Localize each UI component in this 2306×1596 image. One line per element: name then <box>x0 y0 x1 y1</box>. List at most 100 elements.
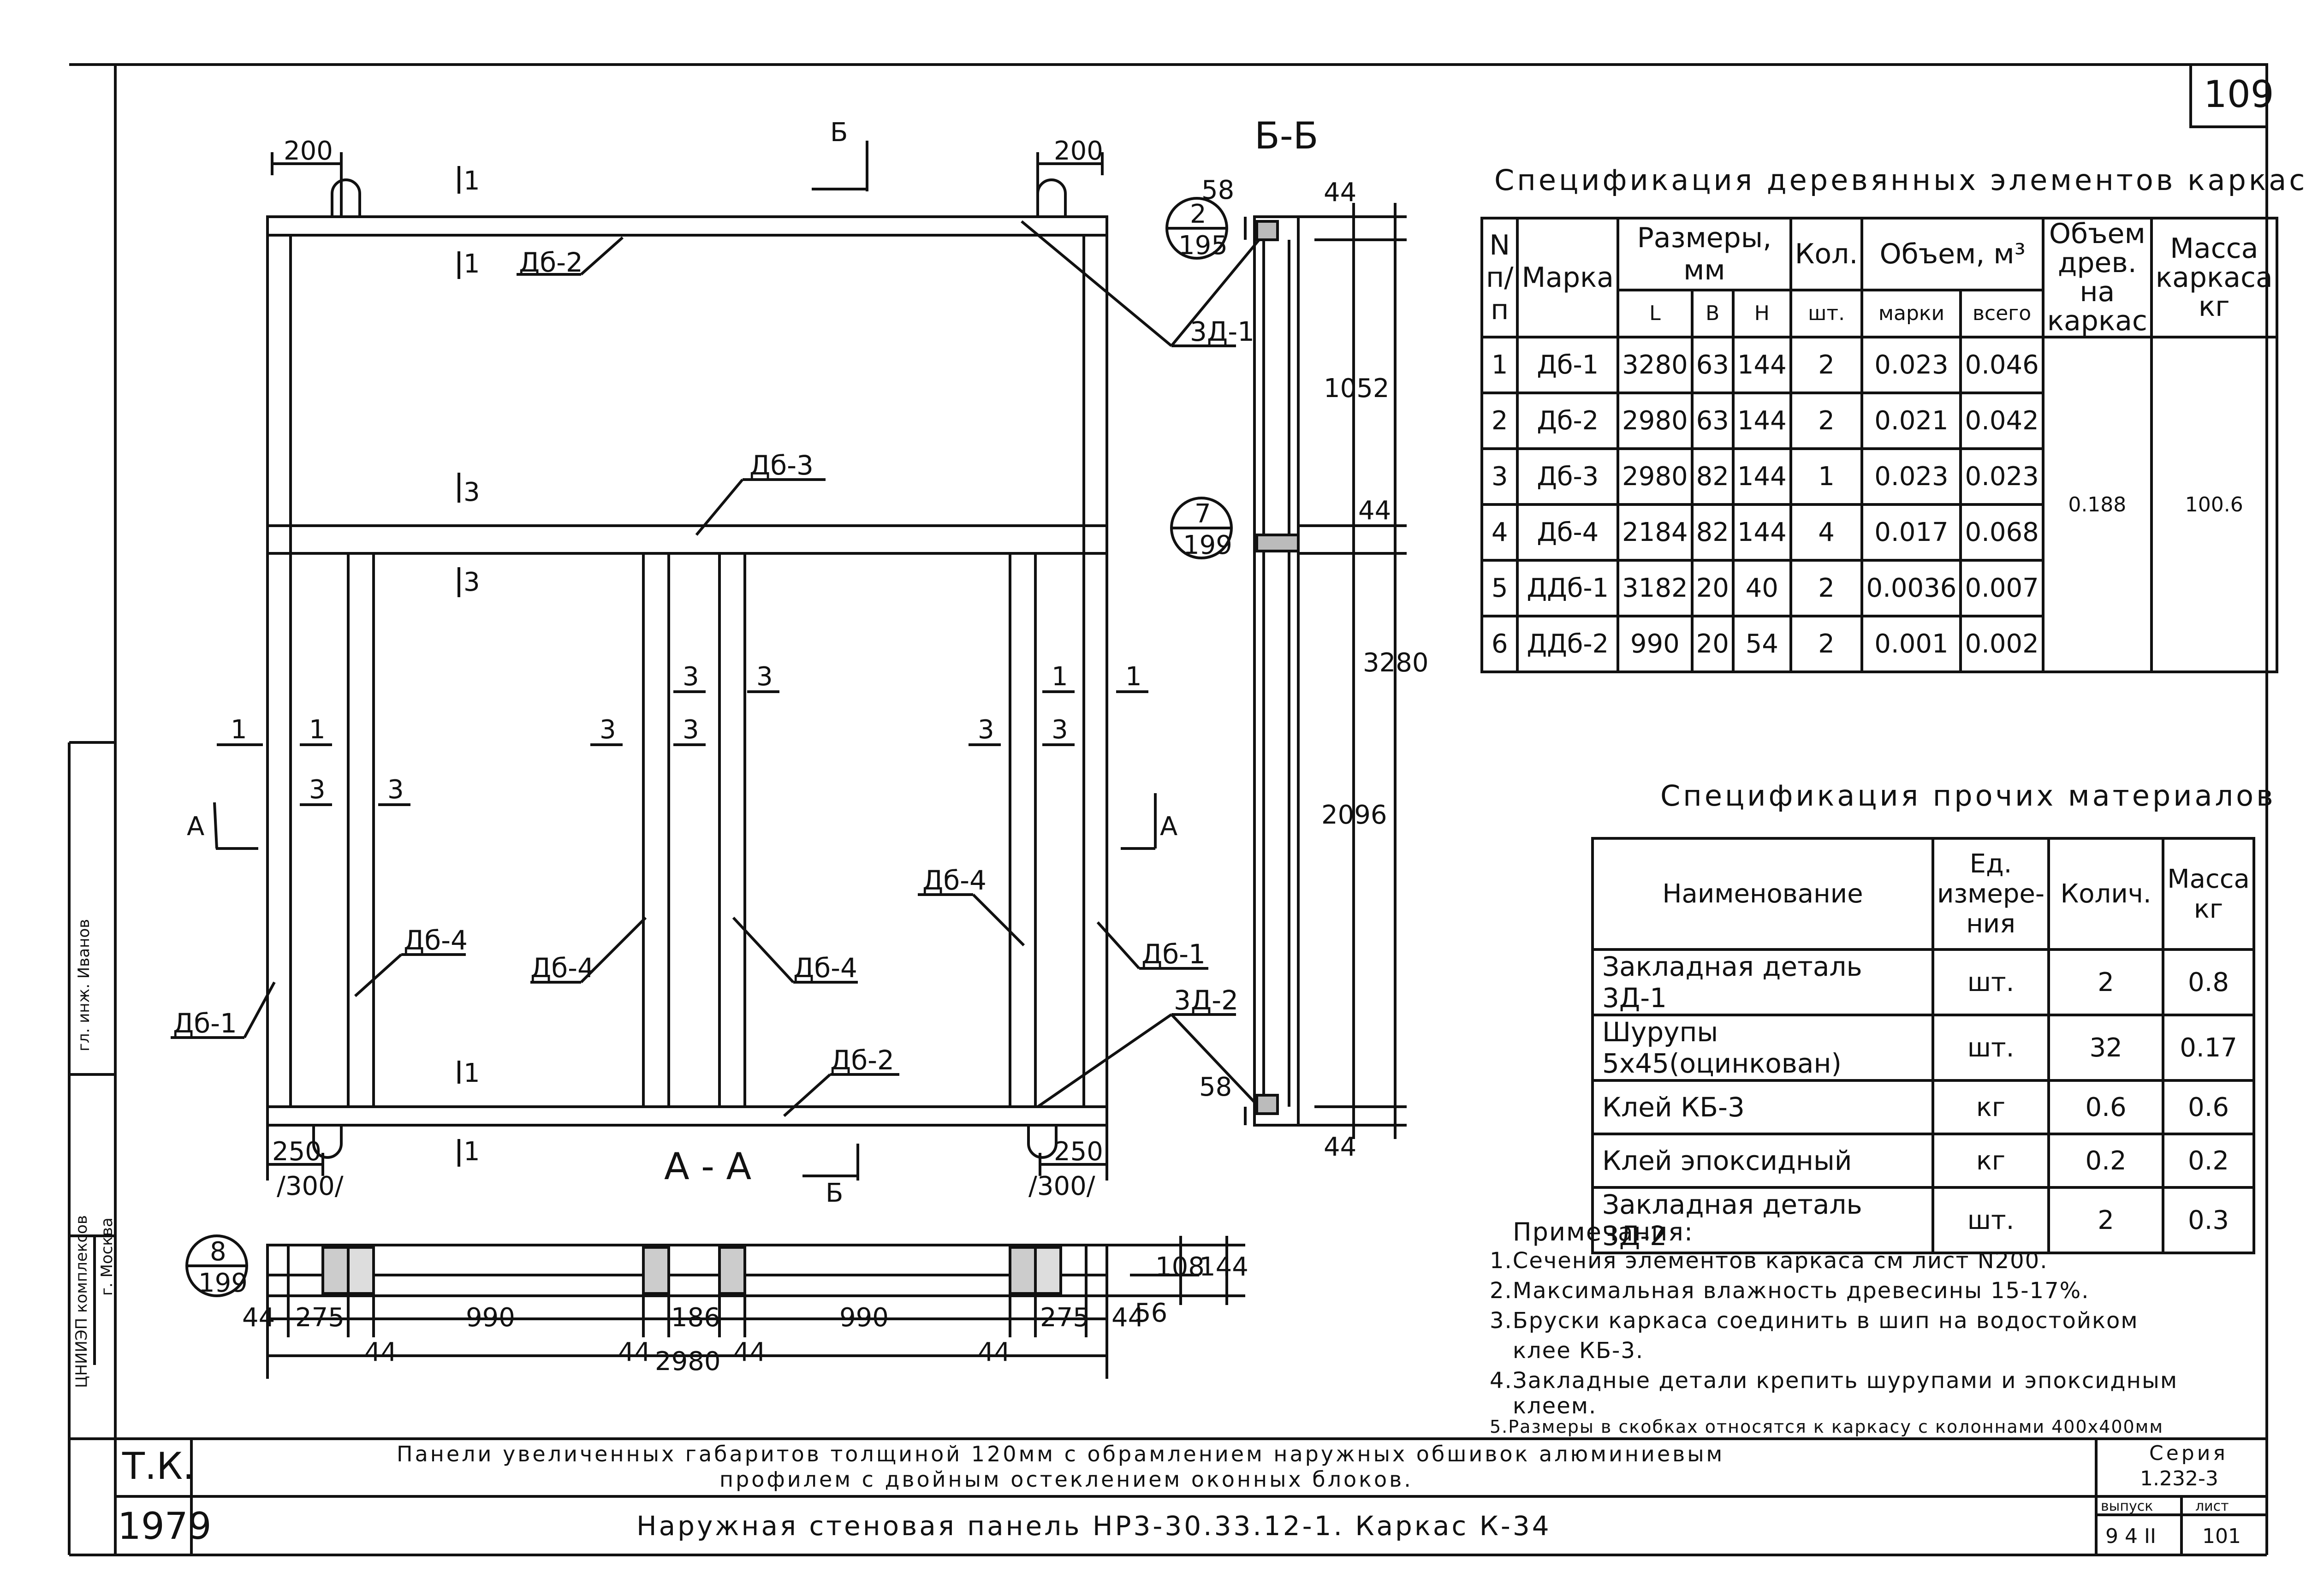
cell: ДДб-2 <box>1516 615 1620 673</box>
callout-3-bottom: 199 <box>198 1268 248 1298</box>
cell: Закладная деталь 3Д-1 <box>1591 948 1934 1016</box>
cut-1-bottom-below: 1 <box>464 1137 480 1167</box>
cut-3-lower: 3 <box>464 567 480 597</box>
cell: 2 <box>1789 336 1864 394</box>
cell: Клей эпоксидный <box>1591 1133 1934 1189</box>
section-mark-b-bottom: Б <box>826 1178 844 1208</box>
stamp-engineer: гл. инж. Иванов <box>75 919 93 1051</box>
plan-dim-44-b: 44 <box>1111 1303 1145 1333</box>
plan-dim2-44-a: 44 <box>364 1337 398 1367</box>
section-mark-a-right: А <box>1160 812 1178 842</box>
cell: 63 <box>1690 392 1735 450</box>
note-3-cont: клее КБ-3. <box>1513 1338 1644 1364</box>
cell: 0.023 <box>1860 336 1962 394</box>
cell: 0.0036 <box>1860 559 1962 617</box>
cut-3-e: 3 <box>683 715 699 745</box>
dim-2096: 2096 <box>1321 800 1387 830</box>
wood-hdr-qty: Кол. <box>1789 217 1864 291</box>
plan-dim-990-b: 990 <box>839 1303 889 1333</box>
wood-spec-table: N п/п Марка Размеры, мм Кол. Объем, м³ О… <box>1480 217 2278 673</box>
plan-dim-44-a: 44 <box>242 1303 275 1333</box>
plan-dim-144: 144 <box>1199 1252 1248 1282</box>
cell: 0.2 <box>2047 1133 2165 1189</box>
cut-3-upper: 3 <box>464 477 480 507</box>
cut-3-c: 3 <box>600 715 616 745</box>
title-block-desc-2: профилем с двойным остеклением оконных б… <box>719 1467 1413 1492</box>
cell: 0.2 <box>2162 1133 2255 1189</box>
cell: 990 <box>1617 615 1694 673</box>
title-block-series: 1.232-3 <box>2140 1467 2218 1490</box>
callout-1-bottom: 195 <box>1178 231 1228 261</box>
cell: 0.3 <box>2162 1186 2255 1254</box>
wood-hdr-num: N п/п <box>1480 217 1519 338</box>
title-block-series-label: Серия <box>2149 1442 2228 1465</box>
note-1: 1.Сечения элементов каркаса см лист N200… <box>1490 1248 2048 1274</box>
mat-hdr-unit: Ед. измере- ния <box>1931 837 2050 951</box>
cell: 5 <box>1480 559 1519 617</box>
cell: 0.8 <box>2162 948 2255 1016</box>
cell: Закладная деталь 3Д-2 <box>1591 1186 1934 1254</box>
title-block-title: Наружная стеновая панель НР3-30.33.12-1.… <box>636 1510 1551 1542</box>
label-db4-center-right: Дб-4 <box>793 952 857 984</box>
cell: Шурупы 5x45(оцинкован) <box>1591 1014 1934 1082</box>
cell: 0.068 <box>1959 503 2044 562</box>
section-mark-a-left: А <box>187 812 205 842</box>
plan-dim2-44-b: 44 <box>618 1337 651 1367</box>
wood-hdr-mark: Марка <box>1516 217 1620 338</box>
table-row: Закладная деталь 3Д-1 шт. 2 0.8 <box>1591 948 2255 1016</box>
dim-bottom-right-300: /300/ <box>1028 1171 1095 1201</box>
cut-3-f: 3 <box>756 662 773 692</box>
wood-hdr-h: H <box>1731 288 1792 339</box>
cell: 2 <box>1789 559 1864 617</box>
cell: Дб-2 <box>1516 392 1620 450</box>
cell: шт. <box>1931 1014 2050 1082</box>
note-5: 5.Размеры в скобках относятся к каркасу … <box>1490 1417 2164 1437</box>
table-row: Клей эпоксидный кг 0.2 0.2 <box>1591 1133 2255 1189</box>
cell: 4 <box>1480 503 1519 562</box>
callout-2-bottom: 199 <box>1183 530 1232 560</box>
cut-1-c: 1 <box>1052 662 1068 692</box>
dim-bottom-left-250: 250 <box>272 1137 321 1167</box>
cell: Клей КБ-3 <box>1591 1079 1934 1135</box>
label-db1-left: Дб-1 <box>173 1008 237 1039</box>
table-row: 2 Дб-2 2980 63 144 2 0.021 0.042 <box>1480 392 2277 450</box>
cell: 144 <box>1731 336 1792 394</box>
dim-bottom-left-300: /300/ <box>277 1171 344 1201</box>
cell: 2 <box>1789 615 1864 673</box>
cell: 0.023 <box>1959 447 2044 506</box>
table-row: 5 ДДб-1 3182 20 40 2 0.0036 0.007 <box>1480 559 2277 617</box>
cell: 0.002 <box>1959 615 2044 673</box>
wood-hdr-mass: Масса каркаса кг <box>2150 217 2278 338</box>
wood-hdr-all: всего <box>1959 288 2044 339</box>
dim-44-top: 44 <box>1324 178 1357 208</box>
cell: 2 <box>1789 392 1864 450</box>
plan-dim2-44-d: 44 <box>978 1337 1011 1367</box>
cut-1-b: 1 <box>309 715 326 745</box>
sheet-number: 109 <box>2204 73 2274 116</box>
title-block-year: 1979 <box>118 1505 212 1548</box>
label-zd1: 3Д-1 <box>1190 316 1255 347</box>
materials-spec-title: Спецификация прочих материалов <box>1660 779 2276 813</box>
cell: 6 <box>1480 615 1519 673</box>
wood-hdr-volume: Объем, м³ <box>1860 217 2044 291</box>
title-block-sheet: 101 <box>2202 1525 2241 1548</box>
cell: 2 <box>1480 392 1519 450</box>
cell: 0.017 <box>1860 503 1962 562</box>
section-bb-title: Б-Б <box>1254 114 1319 157</box>
cell: 4 <box>1789 503 1864 562</box>
cell: 2184 <box>1617 503 1694 562</box>
cell: 2980 <box>1617 447 1694 506</box>
cell: 0.007 <box>1959 559 2044 617</box>
title-block-issue: 9 4 II <box>2105 1525 2156 1548</box>
note-2: 2.Максимальная влажность древесины 15-17… <box>1490 1278 2090 1304</box>
cell: 20 <box>1690 559 1735 617</box>
view-label-aa: А - А <box>664 1145 752 1188</box>
dim-3280: 3280 <box>1363 648 1429 678</box>
note-4-cont: клеем. <box>1513 1393 1597 1419</box>
wood-hdr-sizes: Размеры, мм <box>1617 217 1792 291</box>
cell: 1 <box>1789 447 1864 506</box>
plan-dim-275-a: 275 <box>295 1303 345 1333</box>
cell: 0.6 <box>2047 1079 2165 1135</box>
